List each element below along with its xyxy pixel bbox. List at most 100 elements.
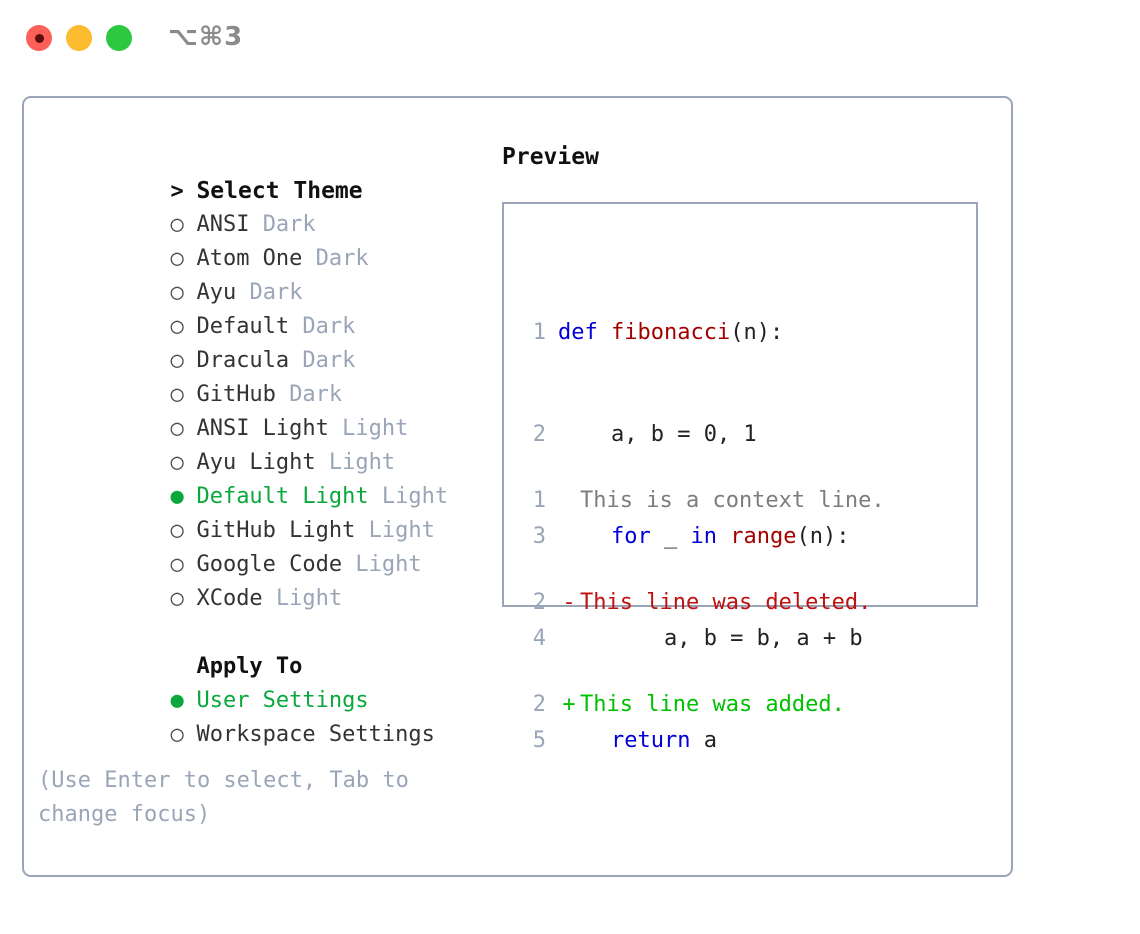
window-titlebar: ⌥⌘3 (0, 0, 1140, 78)
code-token-keyword: for (610, 524, 651, 549)
theme-item-gap (289, 314, 302, 339)
diff-line-context: 1 This is a context line. (520, 484, 885, 518)
window-title-shortcut: ⌥⌘3 (168, 22, 244, 52)
theme-item-tag-text: Dark (262, 212, 316, 237)
theme-item-label: Default (196, 314, 290, 339)
theme-item-gap (289, 348, 302, 373)
theme-item-gap (276, 382, 289, 407)
diff-line-deleted: 2-This line was deleted. (520, 586, 885, 620)
theme-list-item[interactable]: ○ Dracula Dark (38, 310, 498, 373)
code-line: 4 a, b = b, a + b (520, 622, 863, 656)
radio-selected-icon[interactable]: ● (170, 484, 184, 509)
theme-list-item[interactable]: ○ ANSI Dark (38, 174, 498, 237)
radio-unselected-icon[interactable]: ○ (170, 348, 184, 373)
theme-item-gap (355, 518, 368, 543)
radio-unselected-icon[interactable]: ○ (170, 246, 184, 271)
theme-item-gap (263, 586, 276, 611)
diff-line-number: 2 (532, 590, 546, 615)
radio-unselected-icon[interactable]: ○ (170, 518, 184, 543)
minimize-button-icon[interactable] (66, 25, 92, 51)
theme-item-gap (316, 450, 329, 475)
close-button-icon[interactable] (26, 25, 52, 51)
theme-list-item[interactable]: ○ Ayu Dark (38, 242, 498, 305)
theme-item-tag-text: Dark (302, 314, 356, 339)
apply-to-item-label: Workspace Settings (196, 722, 435, 747)
code-line: 2 a, b = 0, 1 (520, 418, 863, 452)
code-token-space (598, 320, 611, 345)
maximize-button-icon[interactable] (106, 25, 132, 51)
theme-selector-column: >Select Theme ○ANSI Dark ○Atom One Dark … (38, 140, 498, 747)
theme-item-label: Google Code (196, 552, 343, 577)
radio-unselected-icon[interactable]: ○ (170, 552, 184, 577)
diff-line-text: This is a context line. (580, 488, 885, 513)
diff-marker-minus-icon: - (562, 590, 576, 615)
code-token-keyword: return (610, 728, 691, 753)
apply-to-heading: ·Apply To (38, 616, 498, 679)
theme-list-item-selected[interactable]: ●Default Light Light (38, 446, 498, 509)
code-token-plain: a (690, 728, 717, 753)
theme-list-item[interactable]: ○Google Code Light (38, 514, 498, 577)
diff-line-number: 2 (532, 692, 546, 717)
radio-unselected-icon[interactable]: ○ (170, 586, 184, 611)
theme-item-tag-text: Dark (315, 246, 369, 271)
theme-item-tag (249, 212, 262, 237)
code-token-function: range (730, 524, 797, 549)
diff-sample: 1 This is a context line. 2-This line wa… (520, 416, 885, 790)
theme-list-item[interactable]: ○ XCode Light (38, 548, 498, 611)
radio-unselected-icon[interactable]: ○ (170, 416, 184, 441)
window-controls (26, 25, 132, 51)
theme-item-label: ANSI Light (196, 416, 329, 441)
theme-list-item[interactable]: ○ ANSI Light Light (38, 378, 498, 441)
theme-item-label: ANSI (196, 212, 250, 237)
panel-columns: >Select Theme ○ANSI Dark ○Atom One Dark … (24, 98, 1011, 875)
theme-list-item[interactable]: ○Ayu Light Light (38, 412, 498, 475)
radio-unselected-icon[interactable]: ○ (170, 314, 184, 339)
radio-unselected-icon[interactable]: ○ (170, 212, 184, 237)
apply-to-item[interactable]: ○ Workspace Settings (38, 684, 498, 747)
diff-line-text: This line was deleted. (580, 590, 872, 615)
theme-item-label: GitHub Light (196, 518, 356, 543)
theme-item-gap (342, 552, 355, 577)
prompt-caret-icon: > (170, 179, 184, 204)
theme-item-tag-text: Light (275, 586, 343, 611)
theme-item-label: GitHub (196, 382, 276, 407)
keyboard-hint-text: (Use Enter to select, Tab to change focu… (38, 768, 423, 827)
theme-item-tag-text: Dark (249, 280, 303, 305)
theme-list-item[interactable]: ○ GitHub Light Light (38, 480, 498, 543)
theme-item-tag-text: Dark (289, 382, 343, 407)
theme-item-tag-text: Light (381, 484, 449, 509)
preview-heading: Preview (502, 144, 599, 170)
code-token-plain: (n): (730, 320, 784, 345)
radio-unselected-icon[interactable]: ○ (170, 722, 184, 747)
theme-list-item[interactable]: ○Atom One Dark (38, 208, 498, 271)
theme-list-item[interactable]: ○ Default Dark (38, 276, 498, 339)
code-token-plain: a, b = 0, 1 (558, 422, 757, 447)
apply-to-item-selected[interactable]: ● User Settings (38, 650, 498, 713)
theme-item-label: Dracula (196, 348, 290, 373)
radio-unselected-icon[interactable]: ○ (170, 450, 184, 475)
apply-to-item-label: User Settings (196, 688, 369, 713)
radio-selected-icon[interactable]: ● (170, 688, 184, 713)
diff-line-added: 2+This line was added. (520, 688, 885, 722)
select-theme-heading-label: Select Theme (196, 178, 363, 204)
code-token-plain: a, b = b, a + b (558, 626, 863, 651)
diff-line-text: This line was added. (580, 692, 845, 717)
code-line-number: 5 (532, 728, 546, 753)
theme-item-gap (329, 416, 342, 441)
radio-unselected-icon[interactable]: ○ (170, 280, 184, 305)
code-line: 3 for _ in range(n): (520, 520, 863, 554)
code-line-number: 3 (532, 524, 546, 549)
diff-line-number: 1 (532, 488, 546, 513)
theme-list-item[interactable]: ○ GitHub Dark (38, 344, 498, 407)
theme-item-label: XCode (196, 586, 263, 611)
theme-item-tag-text: Light (342, 416, 409, 441)
code-token-plain: (n): (796, 524, 850, 549)
radio-unselected-icon[interactable]: ○ (170, 382, 184, 407)
theme-item-gap (302, 246, 315, 271)
theme-item-label: Ayu (196, 280, 237, 305)
code-token-function: fibonacci (611, 320, 731, 345)
